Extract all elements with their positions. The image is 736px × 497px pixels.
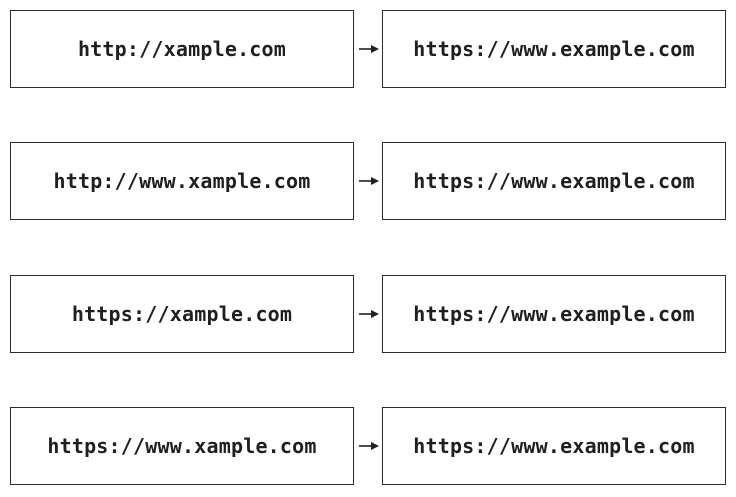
source-url-box: https://www.xample.com	[10, 407, 354, 485]
redirect-row: http://www.xample.com https://www.exampl…	[0, 142, 736, 222]
arrow-right-icon	[359, 310, 379, 318]
target-url-box: https://www.example.com	[382, 407, 726, 485]
redirect-row: http://xample.com https://www.example.co…	[0, 10, 736, 90]
redirect-row: https://xample.com https://www.example.c…	[0, 275, 736, 355]
target-url-box: https://www.example.com	[382, 10, 726, 88]
arrow-right-icon	[359, 177, 379, 185]
target-url-box: https://www.example.com	[382, 275, 726, 353]
source-url-box: http://xample.com	[10, 10, 354, 88]
arrow-right-icon	[359, 45, 379, 53]
arrow-right-icon	[359, 442, 379, 450]
source-url-box: http://www.xample.com	[10, 142, 354, 220]
source-url-box: https://xample.com	[10, 275, 354, 353]
redirect-row: https://www.xample.com https://www.examp…	[0, 407, 736, 487]
target-url-box: https://www.example.com	[382, 142, 726, 220]
